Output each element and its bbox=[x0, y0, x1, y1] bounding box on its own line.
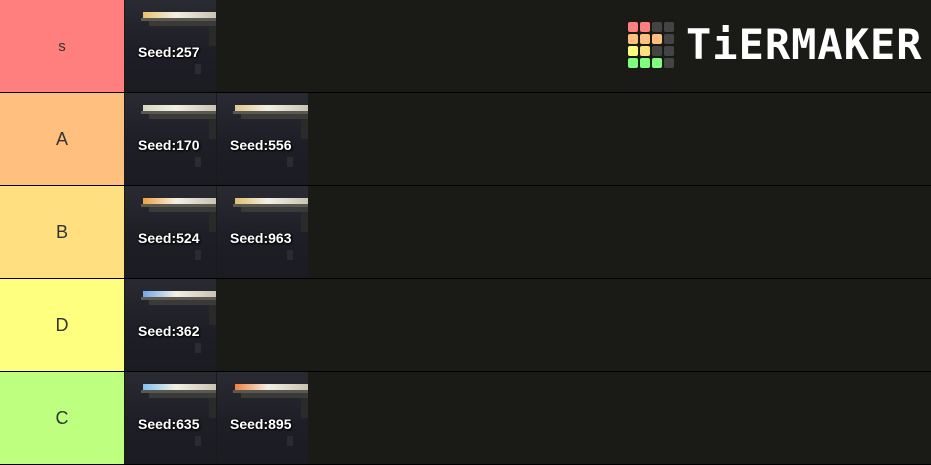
tier-item-card[interactable]: Seed:635 bbox=[125, 372, 216, 464]
weapon-shape bbox=[233, 111, 308, 114]
weapon-shape bbox=[141, 204, 216, 207]
weapon-shape bbox=[301, 398, 308, 418]
weapon-shape bbox=[241, 207, 308, 212]
tier-items-d[interactable]: Seed:362 bbox=[124, 279, 931, 371]
tier-item-card[interactable]: Seed:524 bbox=[125, 186, 216, 278]
logo-grid-icon bbox=[628, 22, 674, 68]
logo-grid-cell bbox=[628, 34, 638, 44]
weapon-shape bbox=[301, 212, 308, 232]
logo-grid-cell bbox=[628, 58, 638, 68]
logo-grid-cell bbox=[664, 34, 674, 44]
weapon-shape bbox=[287, 250, 293, 260]
logo-grid-cell bbox=[628, 46, 638, 56]
weapon-skin-image bbox=[141, 291, 216, 353]
logo-text: TiERMAKER bbox=[686, 20, 923, 69]
tier-items-s[interactable]: Seed:257 bbox=[124, 0, 931, 92]
seed-label: Seed:556 bbox=[230, 137, 292, 153]
weapon-shape bbox=[209, 305, 216, 325]
weapon-skin-image bbox=[141, 384, 216, 446]
tiermaker-logo: TiERMAKER bbox=[628, 20, 922, 70]
logo-grid-cell bbox=[640, 58, 650, 68]
tier-label-c[interactable]: C bbox=[0, 372, 124, 464]
tier-label-b[interactable]: B bbox=[0, 186, 124, 278]
tier-item-card[interactable]: Seed:362 bbox=[125, 279, 216, 371]
weapon-shape bbox=[143, 198, 216, 206]
weapon-shape bbox=[235, 198, 308, 206]
weapon-shape bbox=[235, 384, 308, 392]
tier-item-card[interactable]: Seed:170 bbox=[125, 93, 216, 185]
weapon-shape bbox=[143, 384, 216, 392]
tier-items-b[interactable]: Seed:524 Seed:963 bbox=[124, 186, 931, 278]
tier-row-d: D Seed:362 bbox=[0, 279, 931, 371]
logo-grid-cell bbox=[640, 46, 650, 56]
weapon-shape bbox=[143, 291, 216, 299]
weapon-shape bbox=[287, 436, 293, 446]
weapon-shape bbox=[233, 204, 308, 207]
tier-row-b: B Seed:524 Seed:963 bbox=[0, 186, 931, 278]
weapon-shape bbox=[141, 18, 216, 21]
weapon-shape bbox=[149, 300, 216, 305]
seed-label: Seed:170 bbox=[138, 137, 200, 153]
weapon-shape bbox=[195, 64, 201, 74]
seed-label: Seed:362 bbox=[138, 323, 200, 339]
tier-row-s: s Seed:257 bbox=[0, 0, 931, 92]
weapon-shape bbox=[301, 119, 308, 139]
seed-label: Seed:257 bbox=[138, 44, 200, 60]
logo-grid-cell bbox=[664, 22, 674, 32]
weapon-shape bbox=[209, 119, 216, 139]
logo-grid-cell bbox=[640, 22, 650, 32]
weapon-shape bbox=[141, 111, 216, 114]
weapon-shape bbox=[209, 398, 216, 418]
weapon-shape bbox=[209, 26, 216, 46]
logo-grid-cell bbox=[652, 58, 662, 68]
tier-row-a: A Seed:170 Seed:556 bbox=[0, 93, 931, 185]
weapon-shape bbox=[287, 157, 293, 167]
weapon-skin-image bbox=[141, 12, 216, 74]
weapon-shape bbox=[195, 343, 201, 353]
seed-label: Seed:895 bbox=[230, 416, 292, 432]
weapon-shape bbox=[149, 393, 216, 398]
weapon-shape bbox=[141, 390, 216, 393]
weapon-shape bbox=[233, 390, 308, 393]
logo-grid-cell bbox=[640, 34, 650, 44]
tier-item-card[interactable]: Seed:895 bbox=[217, 372, 308, 464]
logo-grid-cell bbox=[652, 34, 662, 44]
tier-label-s[interactable]: s bbox=[0, 0, 124, 92]
seed-label: Seed:635 bbox=[138, 416, 200, 432]
tier-items-c[interactable]: Seed:635 Seed:895 bbox=[124, 372, 931, 464]
tier-item-card[interactable]: Seed:257 bbox=[125, 0, 216, 92]
weapon-shape bbox=[241, 114, 308, 119]
weapon-shape bbox=[149, 114, 216, 119]
weapon-skin-image bbox=[141, 198, 216, 260]
tier-label-a[interactable]: A bbox=[0, 93, 124, 185]
weapon-skin-image bbox=[141, 105, 216, 167]
weapon-shape bbox=[149, 21, 216, 26]
logo-grid-cell bbox=[652, 46, 662, 56]
tier-item-card[interactable]: Seed:963 bbox=[217, 186, 308, 278]
weapon-shape bbox=[143, 105, 216, 113]
weapon-skin-image bbox=[233, 384, 308, 446]
weapon-shape bbox=[235, 105, 308, 113]
tier-item-card[interactable]: Seed:556 bbox=[217, 93, 308, 185]
weapon-shape bbox=[141, 297, 216, 300]
weapon-shape bbox=[209, 212, 216, 232]
logo-grid-cell bbox=[628, 22, 638, 32]
logo-grid-cell bbox=[664, 46, 674, 56]
tier-items-a[interactable]: Seed:170 Seed:556 bbox=[124, 93, 931, 185]
weapon-shape bbox=[143, 12, 216, 20]
logo-grid-cell bbox=[664, 58, 674, 68]
weapon-shape bbox=[195, 436, 201, 446]
seed-label: Seed:524 bbox=[138, 230, 200, 246]
weapon-shape bbox=[241, 393, 308, 398]
weapon-skin-image bbox=[233, 198, 308, 260]
logo-grid-cell bbox=[652, 22, 662, 32]
weapon-shape bbox=[195, 250, 201, 260]
tier-label-d[interactable]: D bbox=[0, 279, 124, 371]
tier-row-c: C Seed:635 Seed:895 bbox=[0, 372, 931, 465]
weapon-shape bbox=[195, 157, 201, 167]
seed-label: Seed:963 bbox=[230, 230, 292, 246]
weapon-skin-image bbox=[233, 105, 308, 167]
weapon-shape bbox=[149, 207, 216, 212]
